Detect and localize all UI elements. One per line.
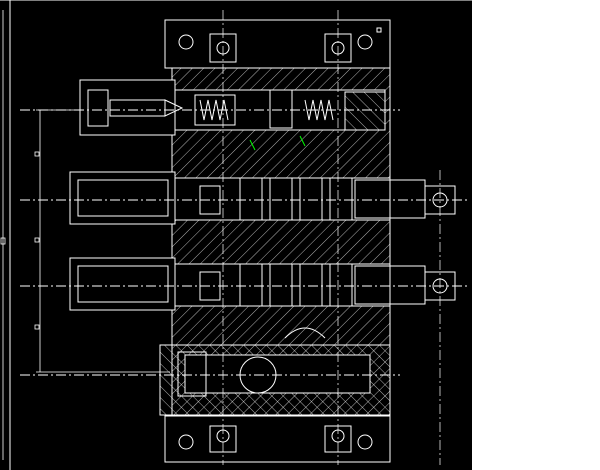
valve-block-section-drawing [0,0,472,470]
bottom-cover-plate [164,415,391,463]
spool-section-lower [20,257,470,311]
drawing-frame [0,0,472,470]
centre-axes [222,10,441,465]
lower-port-section [20,327,400,397]
spool-section-upper [20,171,470,225]
cad-drawing-viewport[interactable] [0,0,472,470]
top-cover-plate [164,19,391,69]
dimension-lines [0,10,170,460]
relief-valve-section [20,79,400,151]
blank-margin-area [472,0,600,470]
